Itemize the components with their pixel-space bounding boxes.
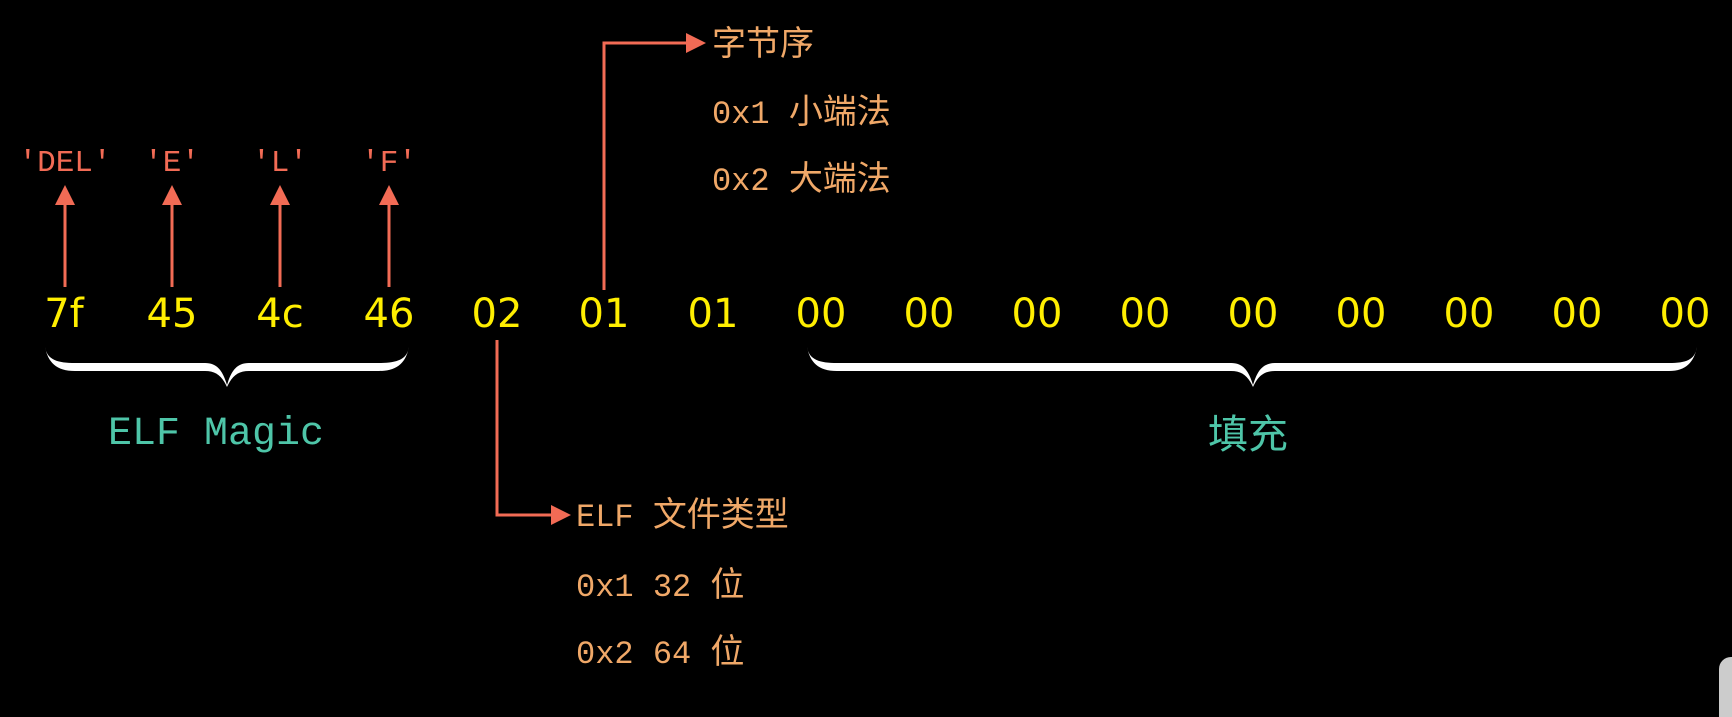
arrow-right-icon [551, 505, 571, 525]
hex-byte: 00 [903, 291, 955, 337]
magic-char-label: 'E' [144, 146, 200, 181]
padding-label: 填充 [1208, 412, 1288, 458]
diagram-graphics [45, 33, 1697, 525]
hex-byte: 4c [256, 291, 304, 337]
hex-byte: 00 [1335, 291, 1387, 337]
file-class-title: ELF 文件类型 [576, 495, 789, 536]
arrow-up-icon [379, 185, 399, 287]
arrow-up-icon [55, 185, 75, 287]
file-class-option: 0x2 64 位 [576, 632, 745, 673]
padding-brace [807, 347, 1697, 387]
hex-byte: 00 [1119, 291, 1171, 337]
byte-order-connector [602, 33, 706, 290]
magic-arrows [55, 185, 399, 287]
file-class-connector [495, 340, 571, 525]
elf-magic-label: ELF Magic [108, 412, 325, 457]
hex-byte: 01 [687, 291, 739, 337]
hex-byte: 00 [795, 291, 847, 337]
hex-byte: 01 [578, 291, 630, 337]
hex-byte: 45 [146, 291, 198, 337]
magic-char-label: 'DEL' [18, 146, 112, 181]
hex-byte: 00 [1443, 291, 1495, 337]
magic-char-label: 'L' [252, 146, 308, 181]
hex-byte: 00 [1659, 291, 1711, 337]
hex-byte: 00 [1551, 291, 1603, 337]
file-class-option: 0x1 32 位 [576, 565, 745, 606]
arrow-right-icon [686, 33, 706, 53]
arrow-up-icon [162, 185, 182, 287]
hex-byte: 00 [1227, 291, 1279, 337]
corner-overlay-widget[interactable] [1719, 657, 1732, 717]
hex-byte: 02 [471, 291, 523, 337]
byte-order-option: 0x2 大端法 [712, 159, 891, 200]
hex-byte: 7f [44, 291, 84, 337]
magic-brace [45, 347, 409, 387]
magic-char-label: 'F' [361, 146, 417, 181]
hex-byte: 46 [363, 291, 415, 337]
hex-byte: 00 [1011, 291, 1063, 337]
byte-order-title: 字节序 [712, 24, 814, 64]
arrow-up-icon [270, 185, 290, 287]
byte-order-option: 0x1 小端法 [712, 92, 891, 133]
